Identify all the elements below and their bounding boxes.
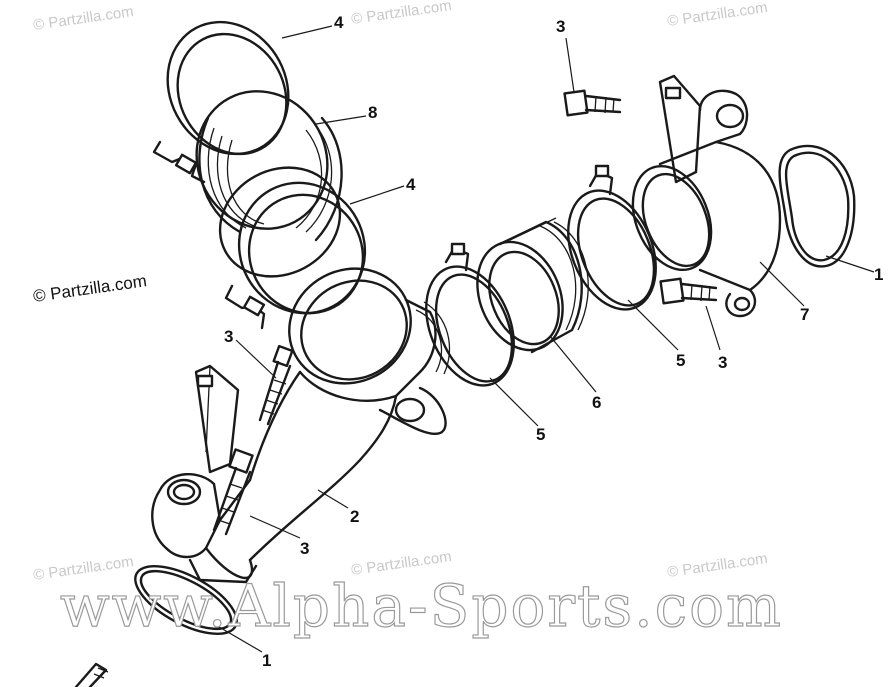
bolt-3-top-right (563, 89, 622, 117)
callout-3-left: 3 (224, 327, 233, 346)
watermark-top-center: © Partzilla.com (350, 0, 452, 28)
callout-8: 8 (368, 103, 377, 122)
callout-4-mid: 4 (406, 175, 416, 194)
boot-2 (218, 267, 451, 562)
clamp-5-mid (425, 242, 515, 387)
callout-1-bottom: 1 (262, 651, 271, 670)
boot-8 (195, 90, 343, 278)
callout-3-right: 3 (718, 353, 727, 372)
callouts: 4 8 4 3 1 7 3 5 6 5 3 2 3 1 (224, 13, 883, 670)
bracket-fragment (74, 662, 109, 687)
leader-lines (213, 25, 875, 653)
lower-flange (151, 364, 258, 584)
oring-1-bottom (134, 565, 238, 635)
bolt-3-lower-left (212, 448, 254, 536)
boot-6 (476, 217, 589, 354)
copyright-label: © Partzilla.com (32, 271, 148, 306)
callout-7: 7 (800, 305, 809, 324)
callout-6: 6 (592, 393, 601, 412)
flange-7 (631, 74, 782, 318)
callout-3-top: 3 (556, 17, 565, 36)
callout-5-right: 5 (676, 351, 685, 370)
watermark-top-left: © Partzilla.com (32, 3, 134, 34)
watermark-top-right: © Partzilla.com (666, 0, 768, 30)
oring-1-right (778, 144, 856, 268)
lower-clamp-4 (224, 181, 367, 330)
bolt-3-mid-right (659, 277, 718, 305)
bolt-3-upper-left (258, 344, 294, 426)
callout-2: 2 (350, 507, 359, 526)
callout-5-mid: 5 (536, 425, 545, 444)
callout-3-bottom: 3 (300, 539, 309, 558)
upper-clamp-4 (152, 20, 290, 184)
callout-4-top: 4 (334, 13, 344, 32)
site-watermark: www.Alpha-Sports.com (60, 572, 783, 640)
callout-1-right: 1 (874, 265, 883, 284)
